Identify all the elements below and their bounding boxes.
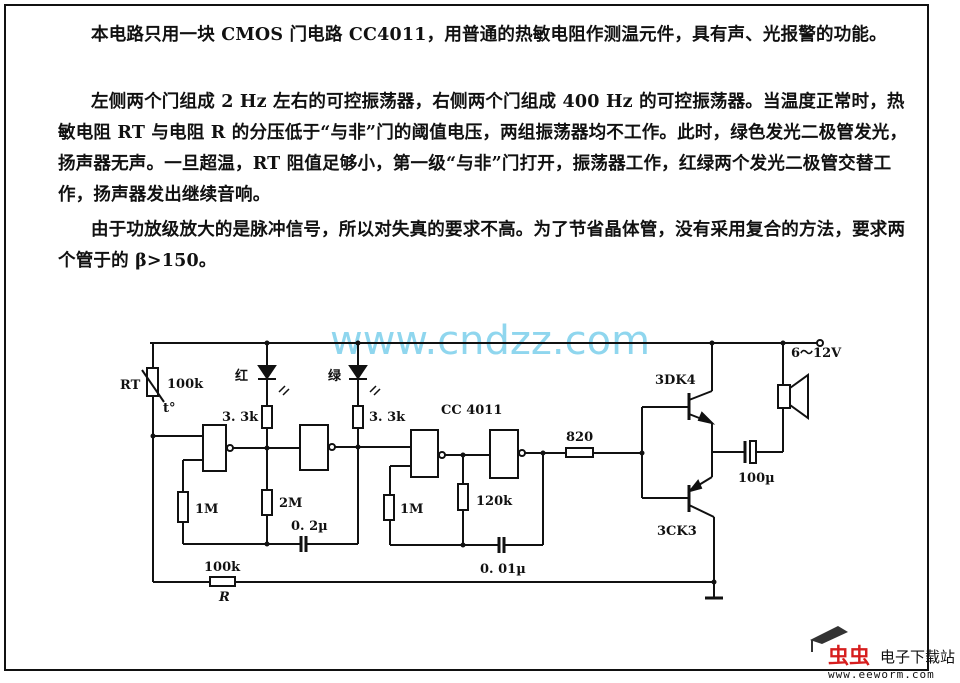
resistor-green-3k3 <box>352 405 364 429</box>
thermistor-slash <box>141 369 165 403</box>
logo-url: www.eeworm.com <box>828 668 935 681</box>
resistor-2m <box>261 489 273 516</box>
label-rt: RT <box>120 378 141 393</box>
label-r-bottom-value: 100k <box>204 560 241 575</box>
page-border <box>4 4 929 671</box>
resistor-820 <box>565 447 594 458</box>
nand-gate-2 <box>299 424 329 471</box>
supply-terminal <box>816 339 824 347</box>
label-green-led: 绿 <box>328 368 342 384</box>
label-rt-temp: t° <box>163 401 176 416</box>
label-red-led: 红 <box>235 368 248 384</box>
thermistor <box>146 367 159 397</box>
label-r-820: 820 <box>566 430 593 445</box>
label-r-2m: 2M <box>279 496 302 511</box>
site-logo: 虫虫 电子下载站 www.eeworm.com <box>808 622 960 683</box>
resistor-red-3k3 <box>261 405 273 429</box>
label-c-100: 100µ <box>738 471 775 486</box>
green-led <box>348 365 368 380</box>
label-r-1m-left: 1M <box>195 502 218 517</box>
speaker-icon <box>777 384 791 409</box>
label-ic: CC 4011 <box>441 403 502 418</box>
nand-gate-3 <box>410 429 439 478</box>
label-r-green: 3. 3k <box>369 410 406 425</box>
resistor-1m-left <box>177 491 189 523</box>
resistor-120k <box>457 483 469 511</box>
label-r-120k: 120k <box>476 494 513 509</box>
paragraph-amplifier: 由于功放级放大的是脉冲信号，所以对失真的要求不高。为了节省晶体管，没有采用复合的… <box>58 220 906 271</box>
label-supply: 6～12V <box>791 346 842 361</box>
resistor-1m-right <box>383 494 395 521</box>
logo-brand: 虫虫 <box>828 644 870 668</box>
watermark: www.cndzz.com <box>330 318 651 364</box>
label-rt-value: 100k <box>167 377 204 392</box>
label-q-lower: 3CK3 <box>657 524 697 539</box>
paragraph-intro: 本电路只用一块 CMOS 门电路 CC4011，用普通的热敏电阻作测温元件，具有… <box>91 25 887 45</box>
label-c-001: 0. 01µ <box>480 562 526 577</box>
nand-gate-4 <box>489 429 519 479</box>
logo-site: 电子下载站 <box>880 648 956 666</box>
label-c-02: 0. 2µ <box>291 519 328 534</box>
graduation-cap-icon <box>810 626 848 652</box>
label-r-bottom: R <box>218 590 230 605</box>
nand-gate-1 <box>202 424 227 472</box>
paragraph-operation: 左侧两个门组成 2 Hz 左右的可控振荡器，右侧两个门组成 400 Hz 的可控… <box>58 92 908 205</box>
label-r-red: 3. 3k <box>222 410 259 425</box>
label-q-upper: 3DK4 <box>655 373 696 388</box>
label-r-1m-right: 1M <box>400 502 423 517</box>
resistor-r-100k <box>209 576 236 587</box>
red-led <box>257 365 277 380</box>
